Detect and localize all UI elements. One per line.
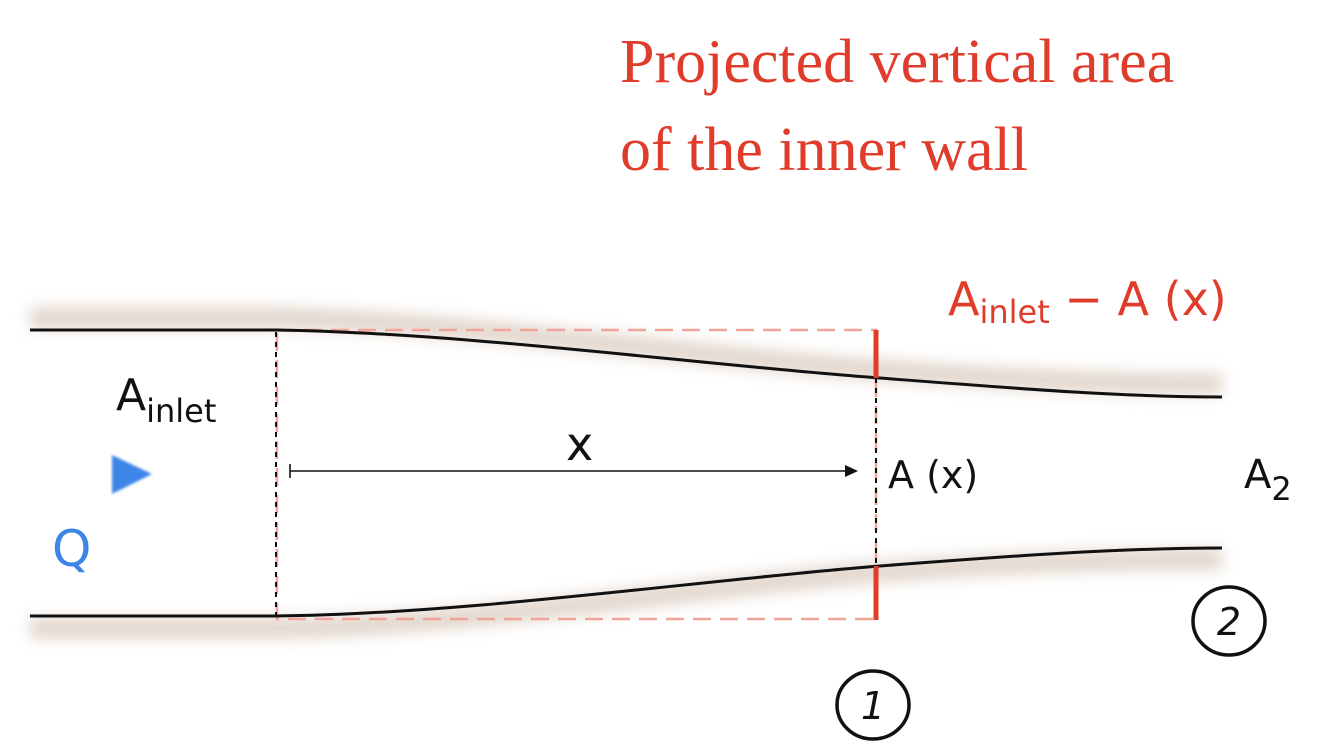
outlet-area-label: A2 [1244, 452, 1292, 508]
flow-arrow [6, 455, 152, 494]
section-1-marker: 1 [835, 669, 911, 741]
flow-label: Q [52, 520, 91, 578]
title-line-2: of the inner wall [620, 116, 1028, 184]
upper-wall-shadow [30, 307, 1223, 395]
projected-area-rest: − A (x) [1050, 272, 1227, 326]
x-dimension-arrow [289, 464, 858, 478]
lower-wall-shadow [30, 548, 1223, 639]
projected-area-subscript: inlet [979, 293, 1049, 331]
section-2-marker: 2 [1191, 585, 1267, 657]
title-line-1: Projected vertical area [620, 28, 1174, 96]
section-2-number: 2 [1217, 600, 1241, 644]
projected-area-main: A [948, 272, 980, 326]
x-label: x [566, 417, 593, 471]
upper-wall [30, 328, 1223, 399]
inlet-area-subscript: inlet [146, 392, 216, 430]
inlet-area-main: A [116, 370, 146, 421]
section-1-number: 1 [861, 684, 885, 728]
projected-area-label: Ainlet − A (x) [948, 272, 1227, 331]
outlet-area-subscript: 2 [1271, 470, 1291, 508]
local-area-label: A (x) [888, 453, 978, 497]
outlet-area-main: A [1244, 452, 1272, 498]
lower-wall [30, 546, 1223, 618]
inlet-area-label: Ainlet [116, 370, 216, 430]
